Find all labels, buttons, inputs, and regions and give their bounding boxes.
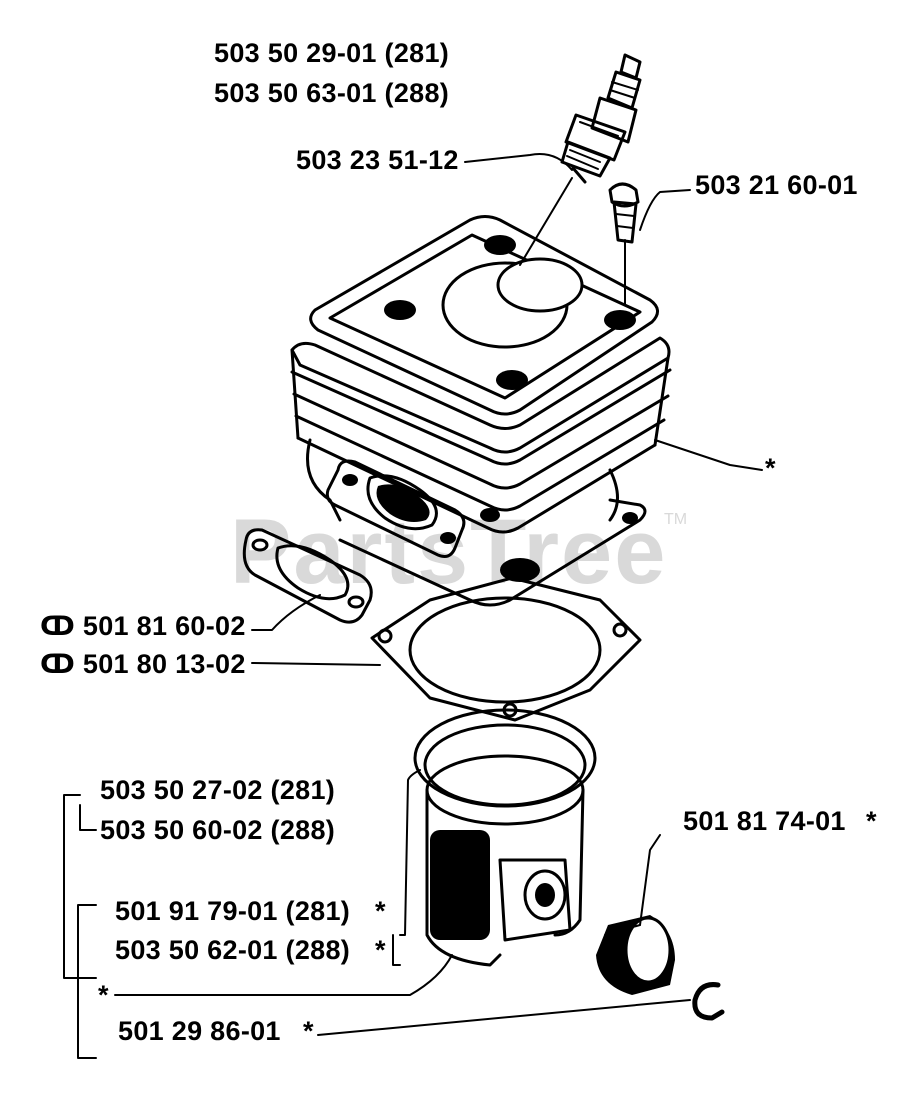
piston-288-label[interactable]: 503 50 62-01 (288)	[115, 935, 351, 965]
base-gasket-drawing[interactable]	[370, 576, 642, 722]
watermark: PartsTree	[230, 501, 668, 603]
needle-bearing-label[interactable]: 501 81 74-01	[683, 806, 846, 836]
piston-281-star: *	[375, 896, 386, 926]
cylinder-kit-288-label[interactable]: 503 50 60-02 (288)	[100, 815, 336, 845]
piston-star-label: *	[98, 980, 109, 1010]
spark-plug-part-label[interactable]: 503 23 51-12	[296, 145, 459, 175]
leader-lines	[63, 153, 763, 1059]
exhaust-gasket-drawing[interactable]	[242, 528, 373, 624]
spark-plug-281-label[interactable]: 503 50 29-01 (281)	[214, 38, 450, 68]
cylinder-screw-drawing[interactable]	[608, 182, 640, 244]
circlip-star: *	[303, 1016, 314, 1046]
cylinder-kit-281-label[interactable]: 503 50 27-02 (281)	[100, 775, 336, 805]
piston-ring-drawing[interactable]	[413, 708, 597, 808]
spark-plug-drawing[interactable]	[560, 53, 642, 184]
circlip-label[interactable]: 501 29 86-01	[118, 1016, 281, 1046]
piston-drawing[interactable]	[425, 754, 585, 967]
needle-bearing-drawing[interactable]	[596, 915, 675, 995]
base-gasket-label[interactable]: ↀ 501 80 13-02	[40, 649, 246, 679]
cylinder-star-label: *	[765, 453, 776, 483]
cylinder-drawing[interactable]	[290, 215, 672, 607]
needle-bearing-star: *	[866, 806, 877, 836]
exhaust-gasket-label[interactable]: ↀ 501 81 60-02	[40, 611, 246, 641]
screw-label[interactable]: 503 21 60-01	[695, 170, 858, 200]
spark-plug-288-label[interactable]: 503 50 63-01 (288)	[214, 78, 450, 108]
watermark-trademark: TM	[664, 511, 688, 528]
piston-281-label[interactable]: 501 91 79-01 (281)	[115, 896, 351, 926]
circlip-drawing[interactable]	[692, 982, 725, 1021]
piston-288-star: *	[375, 935, 386, 965]
